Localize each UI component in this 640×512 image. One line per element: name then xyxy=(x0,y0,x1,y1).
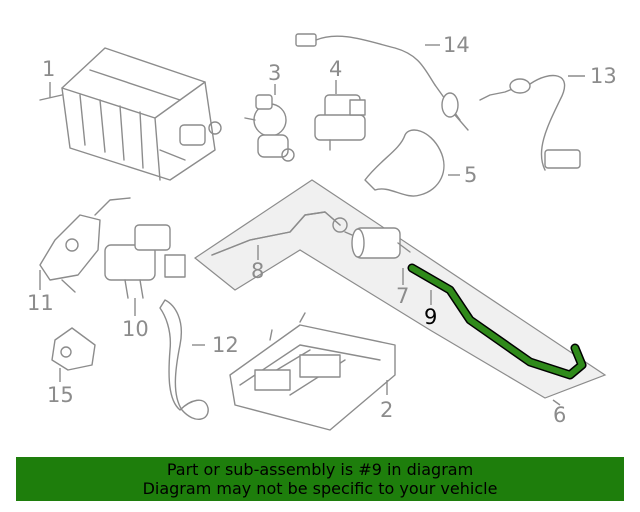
callout-13: 13 xyxy=(590,64,617,88)
part-4-solenoid[interactable] xyxy=(314,94,366,151)
part-10-sensor[interactable] xyxy=(104,224,186,299)
leader-lines xyxy=(39,44,585,406)
callout-4: 4 xyxy=(329,57,342,81)
callout-10: 10 xyxy=(122,317,149,341)
callout-15: 15 xyxy=(47,383,74,407)
callout-3: 3 xyxy=(268,61,281,85)
callout-6: 6 xyxy=(553,403,566,427)
callout-9-highlighted: 9 xyxy=(424,305,437,329)
callout-5: 5 xyxy=(464,163,477,187)
part-8-pipe[interactable] xyxy=(211,211,348,256)
part-7-filter[interactable] xyxy=(344,227,411,259)
banner-line-1: Part or sub-assembly is #9 in diagram xyxy=(166,460,474,479)
part-1-canister[interactable] xyxy=(39,47,222,181)
part-15-bracket[interactable] xyxy=(51,327,96,371)
callout-11: 11 xyxy=(27,291,54,315)
part-11-bracket[interactable] xyxy=(39,197,131,293)
part-2-bracket[interactable] xyxy=(229,312,396,431)
part-12-hose[interactable] xyxy=(159,299,209,420)
part-9-hose-highlighted[interactable] xyxy=(407,263,587,380)
callout-12: 12 xyxy=(212,333,239,357)
info-banner: Part or sub-assembly is #9 in diagram Di… xyxy=(16,457,624,501)
part-5-hose[interactable] xyxy=(364,129,445,197)
callout-1: 1 xyxy=(42,57,55,81)
parts-diagram: 1 2 3 4 5 6 7 8 9 10 11 12 13 14 15 xyxy=(27,33,617,431)
part-3-valve[interactable] xyxy=(244,94,295,162)
part-14-sensor[interactable] xyxy=(295,33,469,131)
callout-14: 14 xyxy=(443,33,470,57)
callout-8: 8 xyxy=(251,259,264,283)
callout-7: 7 xyxy=(396,284,409,308)
callout-2: 2 xyxy=(380,398,393,422)
banner-line-2: Diagram may not be specific to your vehi… xyxy=(142,479,498,498)
part-13-sensor[interactable] xyxy=(479,74,581,171)
